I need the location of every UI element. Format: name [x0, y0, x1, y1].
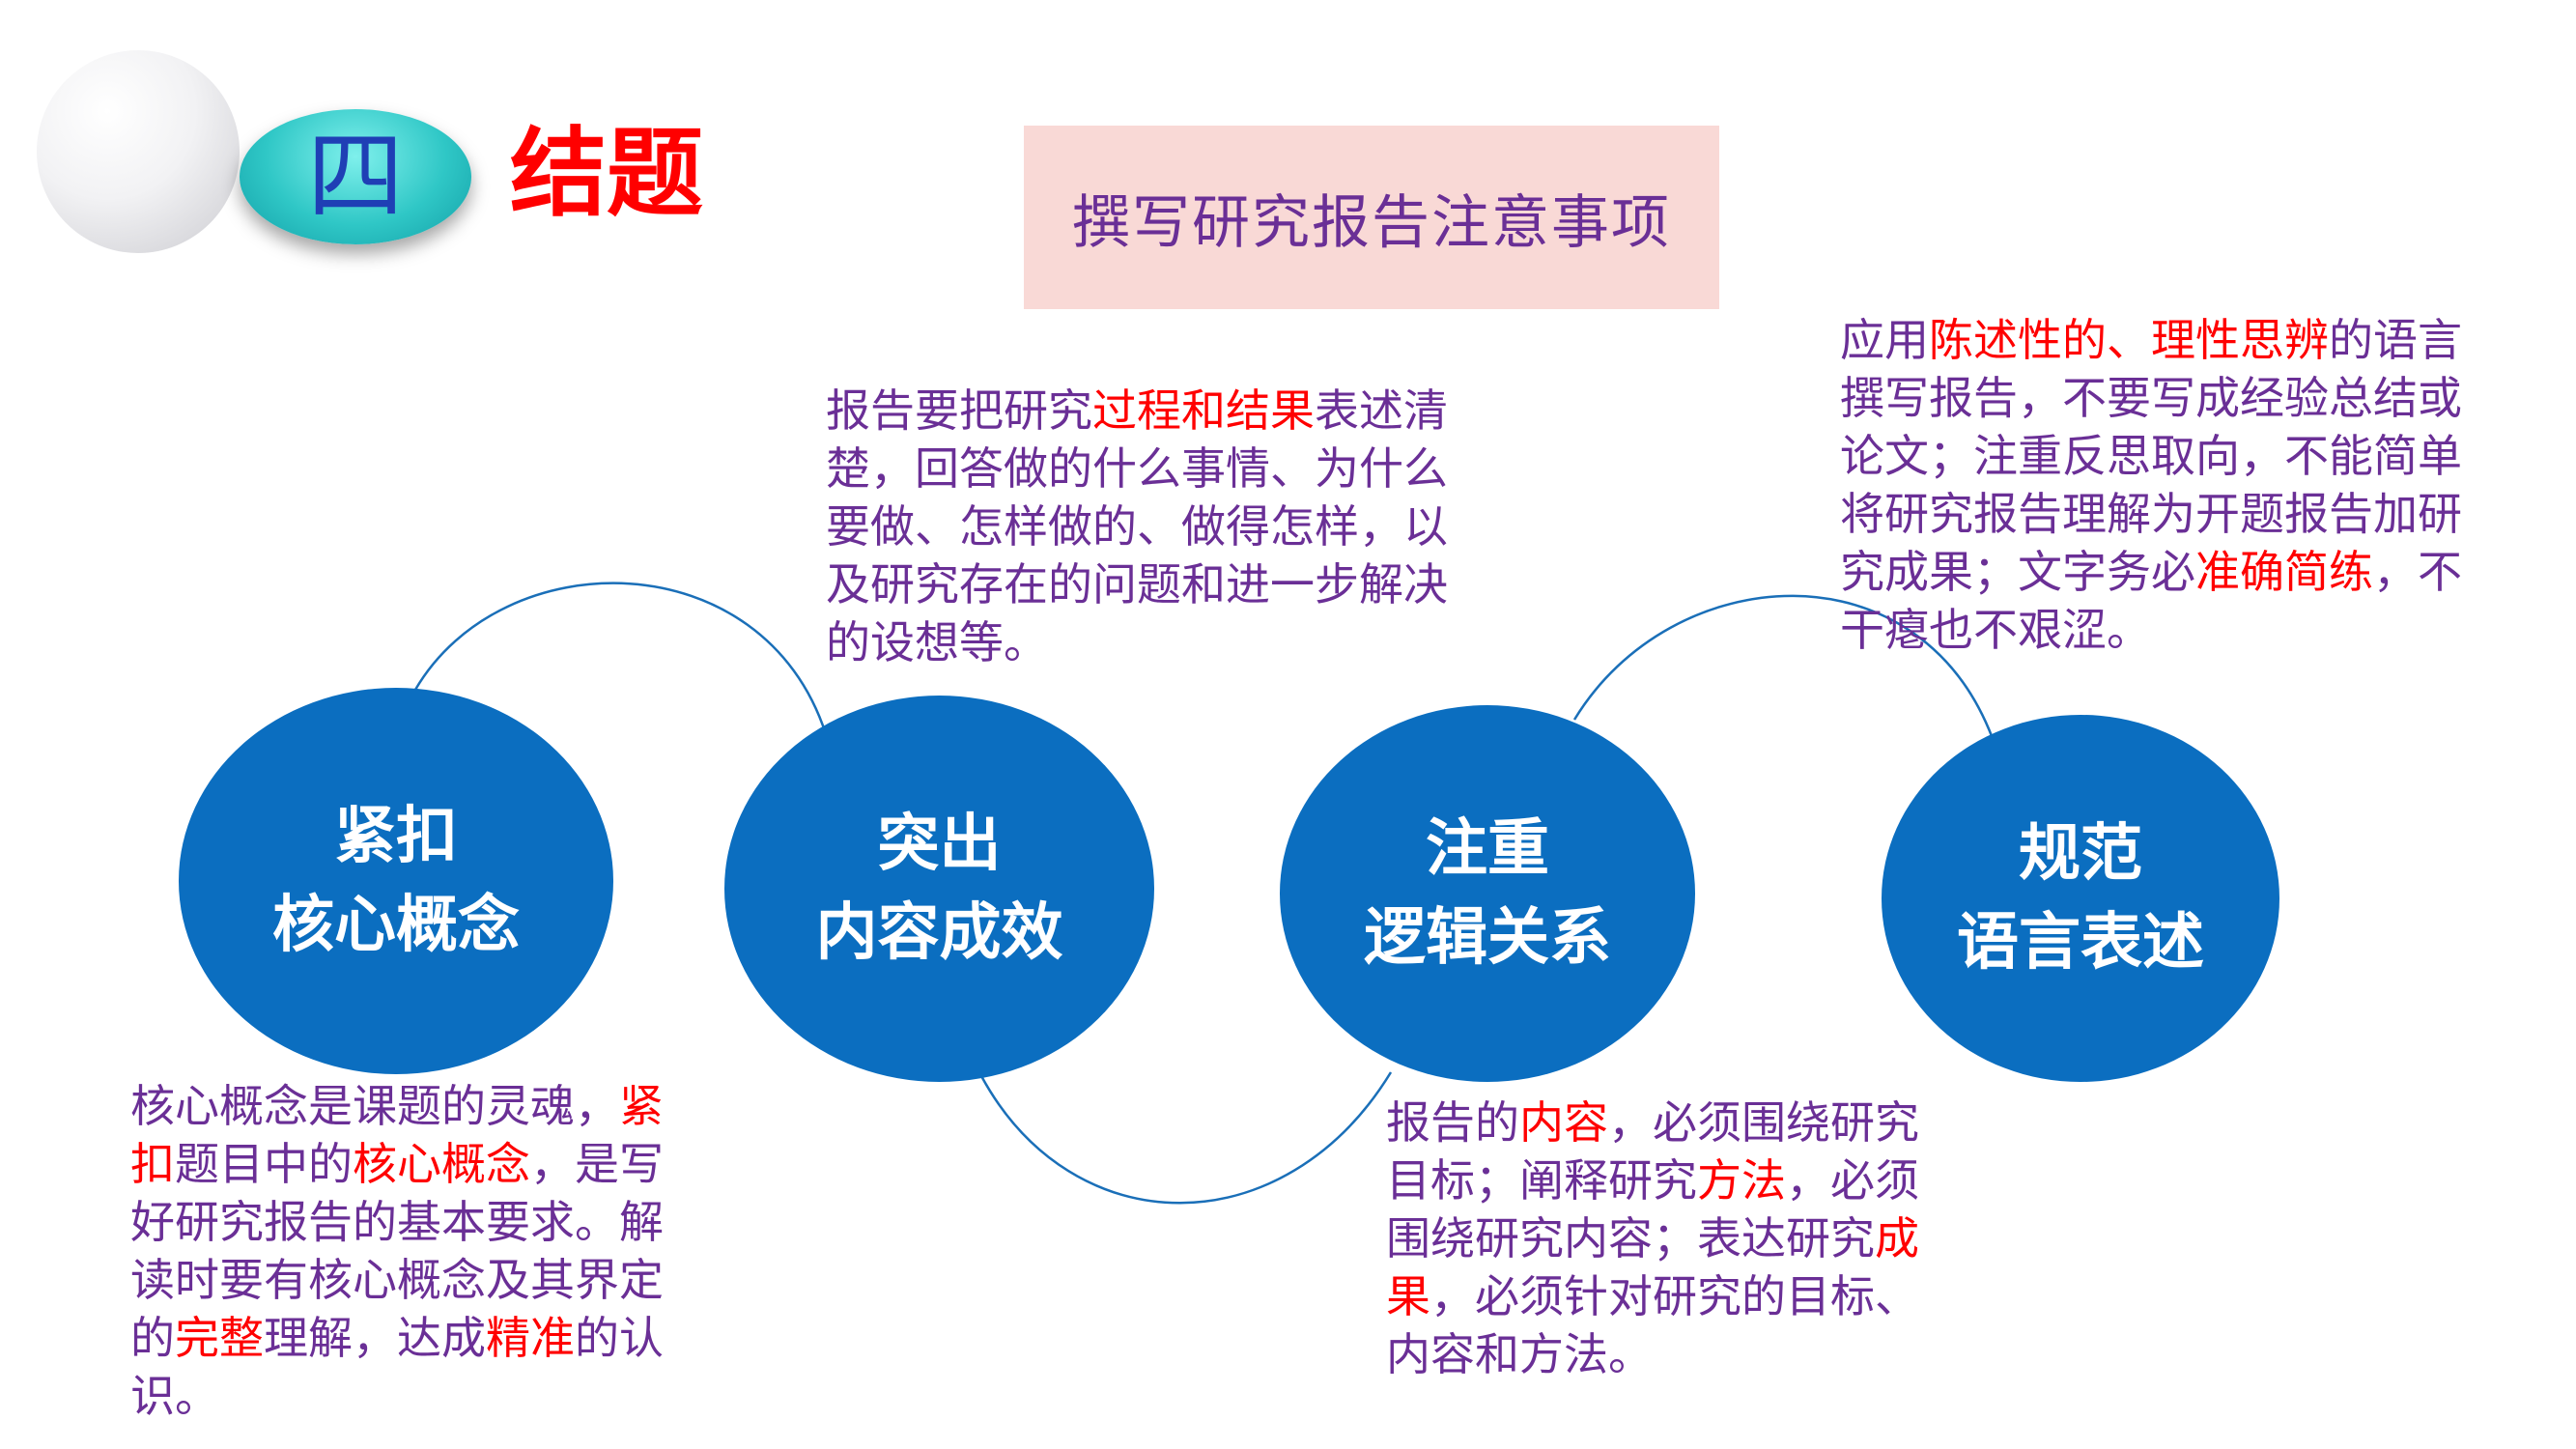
topic-line2: 核心概念	[272, 890, 520, 961]
topic-line1: 规范	[2019, 818, 2142, 890]
section-number-badge: 四	[240, 109, 471, 244]
section-number: 四	[307, 120, 404, 233]
desc-text: ，必须针对研究的目标、内容和方法。	[1386, 1270, 1919, 1380]
desc-text: ，必须围绕研究内容；表达研究	[1386, 1154, 1919, 1264]
page-title-box: 撰写研究报告注意事项	[1024, 126, 1719, 309]
desc-highlight: 紧扣	[130, 1080, 664, 1190]
topic-circle-language-expression: 规范 语言表述	[1882, 715, 2279, 1082]
desc-text: 表述清楚，回答做的什么事情、为什么要做、怎样做的、做得怎样，以及研究存在的问题和…	[826, 384, 1448, 668]
desc-text: 的认识。	[130, 1312, 664, 1422]
topic-line2: 内容成效	[815, 897, 1063, 969]
desc-text: 报告的	[1386, 1096, 1519, 1149]
topic-line1: 紧扣	[334, 801, 458, 872]
desc-highlight: 完整	[175, 1312, 264, 1364]
description-language-expression: 应用陈述性的、理性思辨的语言撰写报告，不要写成经验总结或论文；注重反思取向，不能…	[1840, 311, 2497, 659]
description-content-results: 报告要把研究过程和结果表述清楚，回答做的什么事情、为什么要做、怎样做的、做得怎样…	[826, 382, 1454, 671]
desc-text: ，不干瘪也不艰涩。	[1840, 546, 2462, 656]
page-title: 撰写研究报告注意事项	[1072, 188, 1671, 257]
description-core-concept: 核心概念是课题的灵魂，紧扣题目中的核心概念，是写好研究报告的基本要求。解读时要有…	[130, 1077, 671, 1425]
desc-text: 报告要把研究	[826, 384, 1092, 437]
section-title: 结题	[510, 117, 703, 230]
desc-text: 的语言撰写报告，不要写成经验总结或论文；注重反思取向，不能简单将研究报告理解为开…	[1840, 314, 2462, 598]
desc-highlight: 内容	[1519, 1096, 1608, 1149]
topic-line1: 注重	[1426, 813, 1549, 885]
desc-text: 应用	[1840, 314, 1929, 366]
desc-text: ，必须围绕研究目标；阐释研究	[1386, 1096, 1919, 1207]
decorative-sphere	[37, 50, 240, 253]
description-logical-relations: 报告的内容，必须围绕研究目标；阐释研究方法，必须围绕研究内容；表达研究成果，必须…	[1386, 1094, 1946, 1383]
topic-line1: 突出	[877, 809, 1002, 880]
topic-circle-content-results: 突出 内容成效	[724, 696, 1154, 1082]
desc-highlight: 方法	[1697, 1154, 1786, 1207]
desc-text: 题目中的	[175, 1138, 353, 1190]
topic-line2: 语言表述	[1957, 907, 2204, 979]
desc-text: ，是写好研究报告的基本要求。解读时要有核心概念及其界定的	[130, 1138, 664, 1364]
desc-highlight: 核心概念	[353, 1138, 530, 1190]
desc-highlight: 准确简练	[2195, 546, 2373, 598]
desc-text: 核心概念是课题的灵魂，	[130, 1080, 619, 1132]
desc-highlight: 精准	[486, 1312, 575, 1364]
topic-circle-logical-relations: 注重 逻辑关系	[1280, 705, 1695, 1082]
topic-line2: 逻辑关系	[1364, 902, 1611, 974]
desc-highlight: 成果	[1386, 1212, 1919, 1322]
connector-arc-top-right	[1572, 594, 1996, 745]
topic-circle-core-concept: 紧扣 核心概念	[179, 688, 613, 1074]
desc-text: 理解，达成	[264, 1312, 486, 1364]
desc-highlight: 陈述性的、理性思辨	[1929, 314, 2329, 366]
desc-highlight: 过程和结果	[1092, 384, 1315, 437]
connector-arc-top-left	[413, 582, 828, 735]
connector-arc-bottom-middle	[978, 1071, 1393, 1205]
